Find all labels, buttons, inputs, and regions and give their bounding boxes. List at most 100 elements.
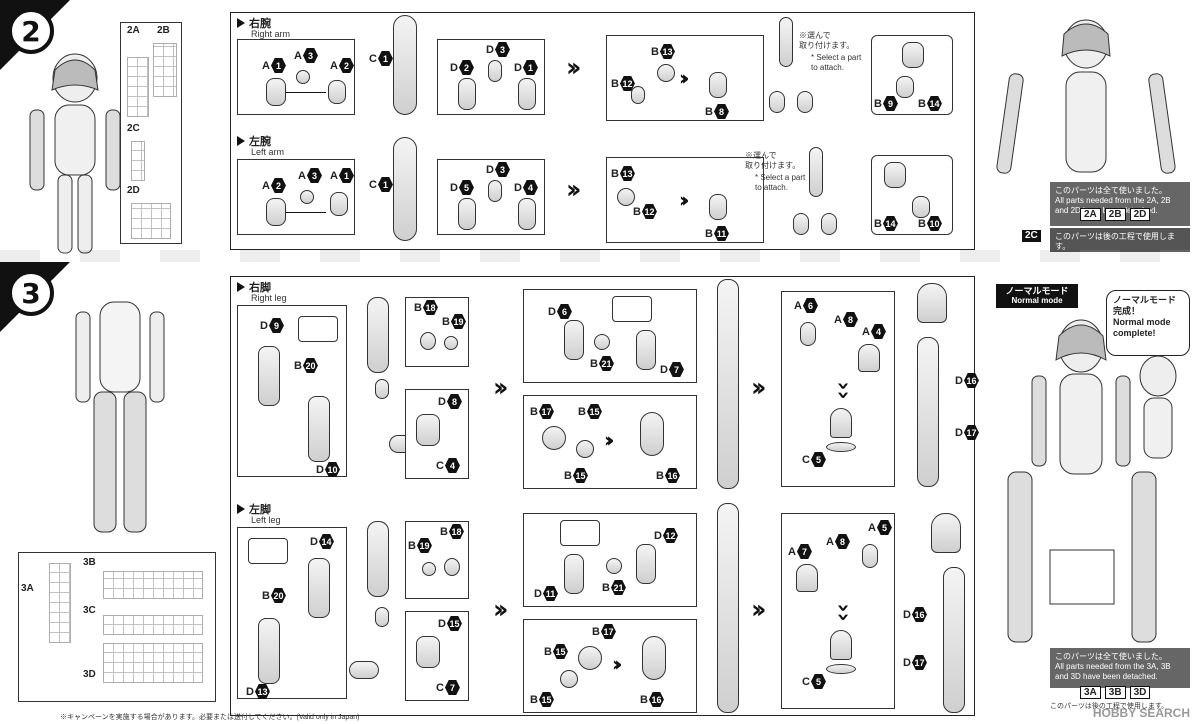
thigh-part [258, 346, 280, 406]
runner-2c-grid [131, 141, 145, 181]
hand-cover-part [330, 192, 348, 216]
inner-chevron: ›› [612, 652, 623, 676]
runner-badges-2: 2A 2B 2D [1080, 208, 1151, 221]
left-arm-subtitle: Left arm [251, 147, 285, 157]
next-step-chevron: ›› [493, 373, 509, 403]
runner-diagram-2: 2A 2B 2C 2D [120, 22, 182, 244]
runner-3d-grid [103, 643, 203, 683]
left-leg-subtitle: Left leg [251, 515, 281, 525]
badge-2c: 2C [1022, 230, 1041, 242]
badge-2b: 2B [1104, 208, 1126, 221]
later-en: This part will be used in a later step. [1055, 252, 1183, 261]
shin-result-part [642, 636, 666, 680]
right-arm-subtitle: Right arm [251, 29, 291, 39]
foot-part [349, 661, 379, 679]
next-step-chevron: ›› [751, 595, 767, 625]
hip-joint-final-part [931, 513, 961, 553]
complete-speech-bubble: ノーマルモード 完成！ Normal mode complete! [1106, 290, 1190, 356]
all-parts-used-notice-3: このパーツは全て使いました。 All parts needed from the… [1050, 648, 1190, 688]
completed-figure-illustration [1007, 319, 1177, 643]
next-step-chevron: ›› [566, 53, 582, 83]
assembly-arrow [286, 212, 326, 214]
complete-en: Normal mode complete! [1113, 317, 1171, 338]
info-en: All parts needed from the 3A, 3B and 3D … [1055, 662, 1171, 681]
down-chevron: ›› [830, 381, 856, 400]
shin-joint-part [578, 646, 602, 670]
shin-result-part [640, 412, 664, 456]
joint-part [300, 190, 314, 204]
ankle-ball-part [444, 558, 460, 576]
upper-leg-part [367, 521, 389, 597]
trash-icon [1014, 190, 1032, 211]
forearm-joint-part [488, 60, 502, 82]
select-note-en: * Select a part to attach. [755, 173, 806, 192]
runner-label-2c: 2C [127, 123, 140, 134]
joint-part [296, 70, 310, 84]
assembly-arrow [286, 92, 326, 94]
badge-3a: 3A [1080, 686, 1101, 699]
knee-joint-part [594, 334, 610, 350]
shin-cap-part [560, 670, 578, 688]
forearm-left-part [458, 78, 476, 110]
badge-3d: 3D [1129, 686, 1151, 699]
runner-label-2a: 2A [127, 25, 140, 36]
elbow-joint-part [657, 64, 675, 82]
info-jp: このパーツは全て使いました。 [1055, 186, 1167, 195]
runner-label-3c: 3C [83, 605, 96, 616]
runner-label-2d: 2D [127, 185, 140, 196]
figure-with-arms-illustration [996, 19, 1176, 174]
hip-socket-part [800, 322, 816, 346]
step-3-number: 3 [8, 270, 54, 316]
inner-chevron: ›› [679, 66, 690, 90]
later-use-notice-2: 2C このパーツは後の工程で使用します。 This part will be u… [1022, 228, 1190, 261]
down-chevron: ›› [830, 603, 856, 622]
shin-joint-part [542, 426, 566, 450]
peg-detail-inset [298, 316, 338, 342]
knee-part [375, 379, 389, 399]
hand-zoom-part [902, 42, 924, 68]
complete-jp: ノーマルモード 完成！ [1113, 295, 1177, 316]
assembled-right-leg [917, 337, 939, 487]
runner-label-3a: 3A [21, 583, 34, 594]
